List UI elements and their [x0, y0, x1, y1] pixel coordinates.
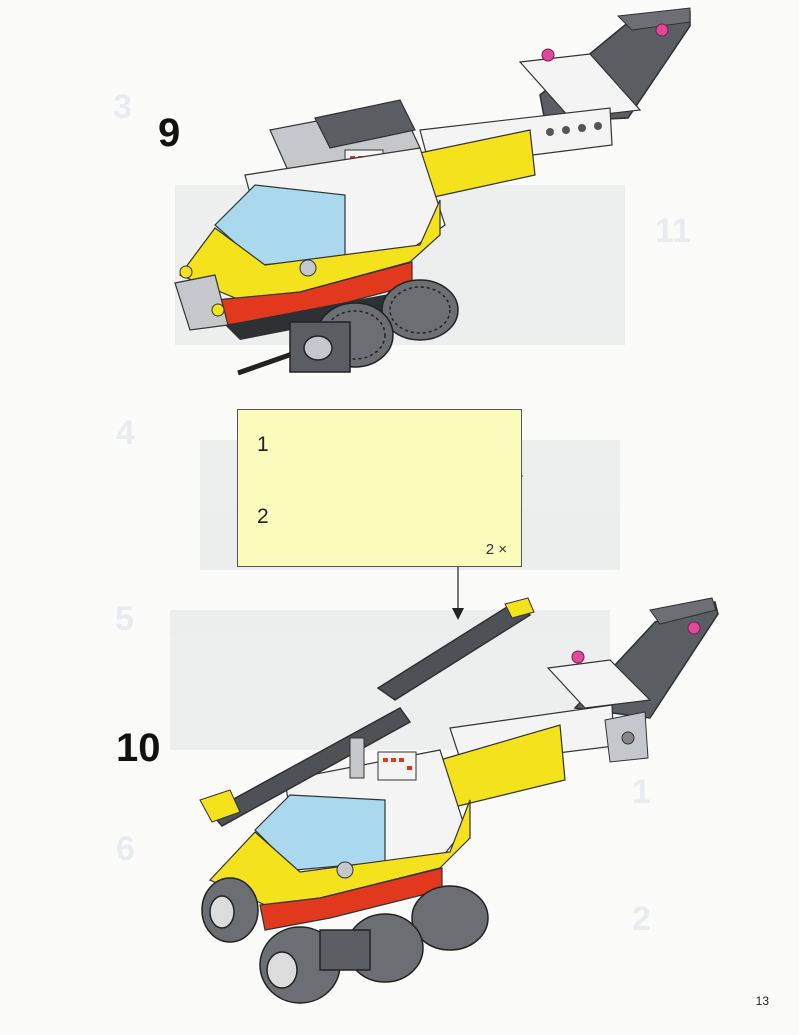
- substep-label-2: 2: [257, 505, 269, 529]
- page-number: 13: [756, 994, 769, 1008]
- quantity-multiplier: 2 ×: [486, 541, 507, 558]
- sub-assembly-callout: 1 2 2 ×: [237, 409, 522, 567]
- substep-label-1: 1: [257, 433, 269, 457]
